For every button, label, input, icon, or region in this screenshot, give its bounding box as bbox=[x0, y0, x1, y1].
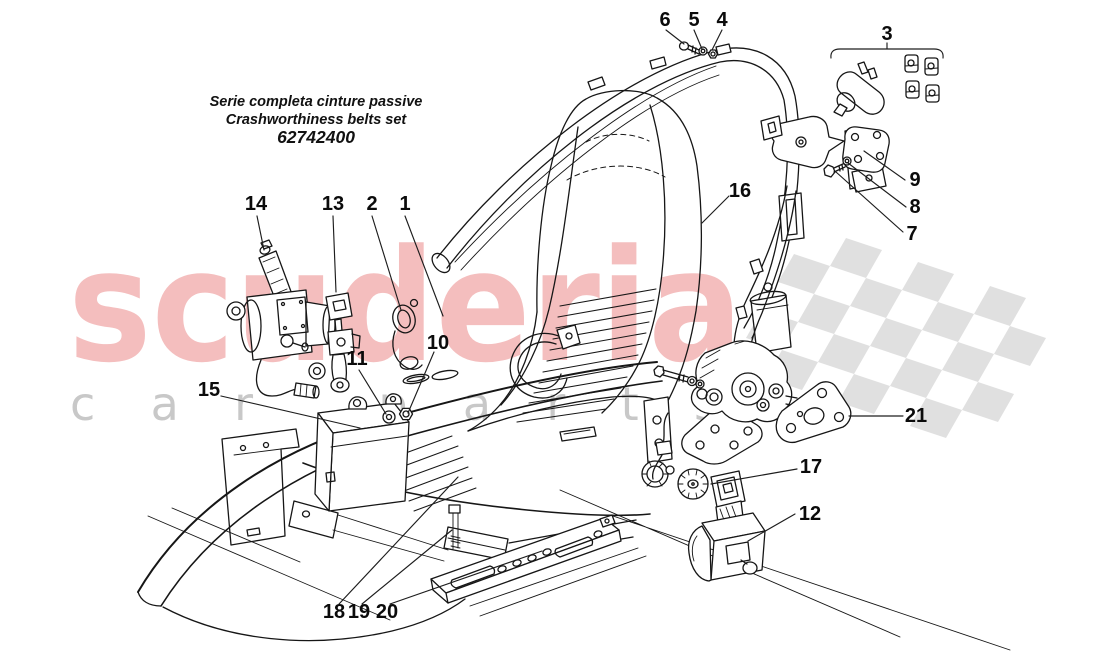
callout-12: 12 bbox=[799, 503, 821, 525]
motor-assembly bbox=[641, 340, 798, 488]
illustration bbox=[137, 41, 1011, 651]
leader-4 bbox=[711, 29, 723, 51]
leader-7 bbox=[835, 171, 904, 233]
callout-15: 15 bbox=[198, 379, 220, 401]
seat bbox=[137, 89, 703, 642]
mount-plate-group bbox=[823, 126, 890, 193]
title-english: Crashworthiness belts set bbox=[226, 112, 408, 128]
callout-9: 9 bbox=[909, 169, 920, 191]
callout-11: 11 bbox=[346, 348, 367, 370]
belt-slider-column bbox=[733, 115, 845, 369]
top-hardware bbox=[678, 41, 719, 59]
release-motor-group bbox=[833, 54, 940, 117]
leader-3-bracket bbox=[830, 42, 944, 59]
callout-21: 21 bbox=[905, 405, 927, 427]
callout-18: 18 bbox=[323, 601, 345, 623]
leader-16 bbox=[701, 195, 730, 224]
leader-1 bbox=[404, 215, 444, 317]
callout-16: 16 bbox=[729, 180, 751, 202]
callout-10: 10 bbox=[427, 332, 449, 354]
leader-11 bbox=[358, 369, 387, 415]
leader-19 bbox=[361, 529, 453, 605]
callout-7: 7 bbox=[906, 223, 917, 245]
triangle-plate bbox=[775, 381, 852, 444]
callout-20: 20 bbox=[376, 601, 398, 623]
callout-4: 4 bbox=[716, 9, 728, 31]
callouts: 1 2 3 4 5 6 7 8 9 10 11 12 13 14 15 16 1… bbox=[198, 9, 927, 623]
title-block: Serie completa cinture passive Crashwort… bbox=[210, 94, 423, 147]
leader-8 bbox=[847, 162, 907, 208]
belt-clips bbox=[904, 54, 940, 103]
leader-2 bbox=[371, 215, 402, 311]
buckle-assembly bbox=[687, 470, 766, 582]
retractor-assembly bbox=[226, 239, 336, 399]
leader-9 bbox=[863, 150, 906, 181]
callout-3: 3 bbox=[881, 23, 892, 45]
leader-15 bbox=[220, 395, 361, 429]
part-code: 62742400 bbox=[277, 127, 355, 147]
callout-2: 2 bbox=[366, 193, 377, 215]
callout-13: 13 bbox=[322, 193, 344, 215]
brand-watermark: scuderia bbox=[68, 216, 743, 397]
seat-rails bbox=[147, 489, 1011, 651]
callout-14: 14 bbox=[245, 193, 268, 215]
callout-1: 1 bbox=[399, 193, 410, 215]
callout-8: 8 bbox=[909, 196, 920, 218]
leader-14 bbox=[256, 215, 265, 251]
callout-5: 5 bbox=[688, 9, 699, 31]
leader-lines bbox=[220, 29, 944, 605]
leader-12 bbox=[747, 513, 796, 542]
title-italian: Serie completa cinture passive bbox=[210, 94, 423, 110]
anchor-link bbox=[325, 292, 361, 393]
adjuster-knob bbox=[677, 468, 709, 500]
leader-10 bbox=[407, 351, 435, 414]
leader-20 bbox=[389, 550, 543, 605]
leader-13 bbox=[332, 215, 337, 293]
leader-18 bbox=[338, 476, 459, 605]
leader-5 bbox=[693, 29, 703, 50]
callout-19: 19 bbox=[348, 601, 370, 623]
belt-end-fittings bbox=[392, 298, 581, 399]
leader-17 bbox=[710, 468, 798, 485]
callout-6: 6 bbox=[659, 9, 670, 31]
callout-17: 17 bbox=[800, 456, 822, 478]
leader-6 bbox=[665, 29, 685, 45]
ecu-box bbox=[221, 393, 410, 546]
